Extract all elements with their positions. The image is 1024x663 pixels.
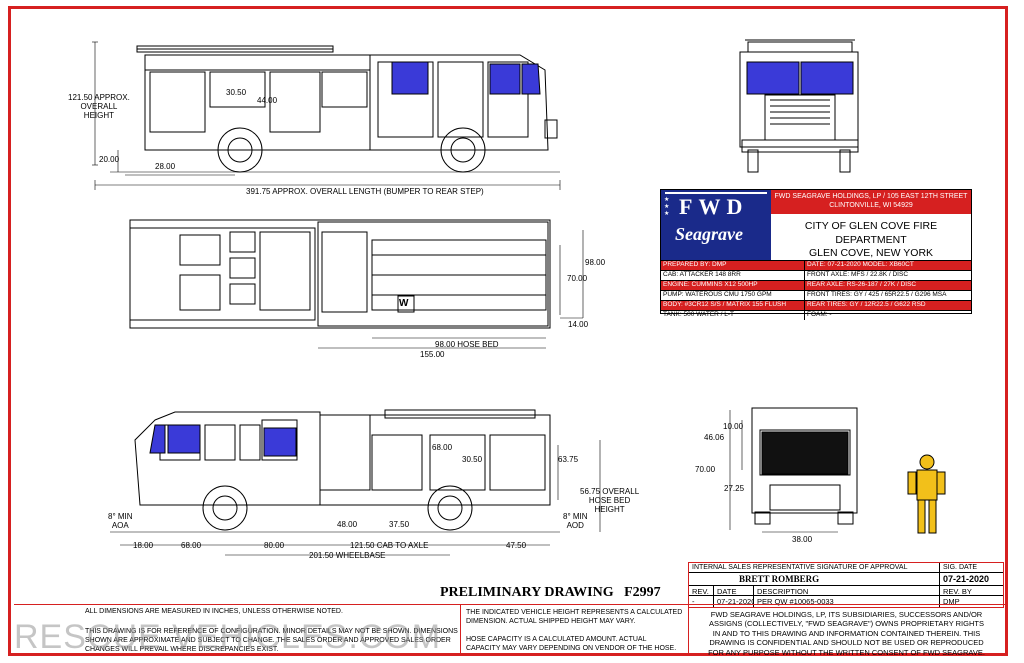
star-icon: ★★★ — [664, 197, 670, 217]
hose-bed-height-dim: 56.75 OVERALL HOSE BED HEIGHT — [580, 487, 640, 514]
hose-bed-dim: 98.00 HOSE BED — [435, 340, 499, 349]
approval-header: INTERNAL SALES REPRESENTATIVE SIGNATURE … — [689, 563, 939, 573]
logo-fwd-text: FWD — [679, 194, 749, 219]
note-proprietary: FWD SEAGRAVE HOLDINGS, LP, ITS SUBSIDIAR… — [708, 610, 985, 657]
plan-w-mark: W — [399, 298, 409, 309]
plan-view-truck — [129, 219, 551, 329]
dim-label: 44.00 — [257, 96, 278, 105]
date-label: DATE — [713, 586, 753, 596]
spec-row: PUMP: WATEROUS CMU 1750 GPM FRONT TIRES: … — [661, 290, 971, 300]
spec-left: BODY: #3CR12 S/S / MATRIX 155 FLUSH — [663, 301, 787, 308]
company-city: CLINTONVILLE, WI 54929 — [829, 202, 913, 210]
spec-left: CAB: ATTACKER 148 8RR — [663, 271, 741, 278]
company-address: FWD SEAGRAVE HOLDINGS, LP / 105 EAST 12T… — [774, 193, 968, 200]
dim-label: 98.00 — [585, 258, 606, 267]
dim-label: 30.50 — [462, 455, 483, 464]
spec-left: ENGINE: CUMMINS X12 500HP — [663, 281, 758, 288]
rev-by-value: DMP — [939, 596, 1003, 607]
spec-row: TANK: 500 WATER / L-T FOAM: - — [661, 310, 971, 320]
watermark: RESCUE VEHICLES.COM — [14, 618, 442, 656]
aod-dim: 8° MIN AOD — [563, 512, 588, 530]
note-dimensions: ALL DIMENSIONS ARE MEASURED IN INCHES, U… — [85, 608, 343, 615]
spec-left: TANK: 500 WATER / L-T — [663, 311, 735, 318]
spec-left: PREPARED BY: DMP — [663, 261, 727, 268]
rev-date-value: 07-21-2020 — [713, 596, 753, 607]
spec-row: BODY: #3CR12 S/S / MATRIX 155 FLUSH REAR … — [661, 300, 971, 310]
dim-label: 14.00 — [568, 320, 589, 329]
front-view-truck — [739, 39, 859, 173]
description-label: DESCRIPTION — [753, 586, 939, 596]
side-view-bottom-truck — [110, 409, 560, 533]
spec-right: FRONT TIRES: GY / 425 / 65R22.5 / G296 M… — [804, 291, 971, 300]
dim-label: 20.00 — [99, 155, 120, 164]
spec-row: ENGINE: CUMMINS X12 500HP REAR AXLE: RS-2… — [661, 280, 971, 290]
preliminary-drawing-label: PRELIMINARY DRAWING F2997 — [440, 585, 661, 600]
dim-label: 68.00 — [432, 443, 453, 452]
logo-seagrave-text: Seagrave — [675, 224, 743, 244]
dim-label: 46.06 — [704, 433, 725, 442]
customer-name: CITY OF GLEN COVE FIRE DEPARTMENT — [804, 220, 938, 246]
approval-date: 07-21-2020 — [939, 573, 1003, 586]
spec-right: FRONT AXLE: MFS / 22.8K / DISC — [804, 271, 971, 280]
spec-right: REAR TIRES: GY / 12R22.5 / G622 RSD — [804, 301, 971, 310]
overall-height-dim: 121.50 APPROX. OVERALL HEIGHT — [68, 93, 130, 120]
wheelbase-dim: 201.50 WHEELBASE — [309, 551, 386, 560]
person-figure — [907, 454, 946, 534]
dim-label: 37.50 — [389, 520, 410, 529]
approver-name: BRETT ROMBERG — [689, 573, 939, 586]
notes-divider — [14, 604, 1008, 605]
note-hose-capacity: HOSE CAPACITY IS A CALCULATED AMOUNT. AC… — [466, 636, 677, 653]
dim-label: 10.00 — [723, 422, 744, 431]
drawing-border — [8, 6, 1008, 656]
spec-right: DATE: 07-21-2020 MODEL: XB60CT — [804, 261, 971, 270]
dim-label: 18.00 — [133, 541, 154, 550]
overall-length-dim: 391.75 APPROX. OVERALL LENGTH (BUMPER TO… — [246, 187, 484, 196]
note-reference: THIS DRAWING IS FOR REFERENCE OF CONFIGU… — [85, 628, 458, 654]
rev-by-label: REV. BY — [939, 586, 1003, 596]
side-view-top-truck — [110, 45, 560, 173]
dim-label: 63.75 — [558, 455, 579, 464]
approval-table: INTERNAL SALES REPRESENTATIVE SIGNATURE … — [688, 562, 1004, 608]
spec-right: FOAM: - — [804, 311, 971, 320]
notes-divider-v2 — [688, 605, 689, 655]
title-block: FWD Seagrave ★★★ FWD SEAGRAVE HOLDINGS, … — [660, 189, 972, 320]
rev-description-value: PER QW #10065-0033 — [753, 596, 939, 607]
notes-divider-v1 — [460, 605, 461, 655]
dim-label: 155.00 — [420, 350, 445, 359]
note-height: THE INDICATED VEHICLE HEIGHT REPRESENTS … — [466, 609, 683, 626]
rev-label: REV. — [689, 586, 713, 596]
dim-label: 38.00 — [792, 535, 813, 544]
spec-right: REAR AXLE: RS-26-187 / 27K / DISC — [804, 281, 971, 290]
rear-view-truck — [751, 407, 858, 525]
spec-left: PUMP: WATEROUS CMU 1750 GPM — [663, 291, 772, 298]
dim-label: 30.50 — [226, 88, 247, 97]
sig-date-label: SIG. DATE — [939, 563, 1003, 573]
customer-location: GLEN COVE, NEW YORK — [808, 247, 934, 260]
dim-label: 27.25 — [724, 484, 745, 493]
dim-label: 80.00 — [264, 541, 285, 550]
dim-label: 47.50 — [506, 541, 527, 550]
spec-row: PREPARED BY: DMP DATE: 07-21-2020 MODEL: … — [661, 260, 971, 270]
dim-label: 70.00 — [567, 274, 588, 283]
spec-table: PREPARED BY: DMP DATE: 07-21-2020 MODEL: … — [661, 260, 971, 320]
dim-label: 68.00 — [181, 541, 202, 550]
dim-label: 28.00 — [155, 162, 176, 171]
spec-row: CAB: ATTACKER 148 8RR FRONT AXLE: MFS / 2… — [661, 270, 971, 280]
aoa-dim: 8° MIN AOA — [108, 512, 133, 530]
dim-label: 70.00 — [695, 465, 716, 474]
dim-label: 48.00 — [337, 520, 358, 529]
seagrave-logo: FWD Seagrave ★★★ — [661, 190, 771, 260]
rev-value: - — [692, 597, 695, 606]
cab-to-axle-dim: 121.50 CAB TO AXLE — [350, 541, 429, 550]
